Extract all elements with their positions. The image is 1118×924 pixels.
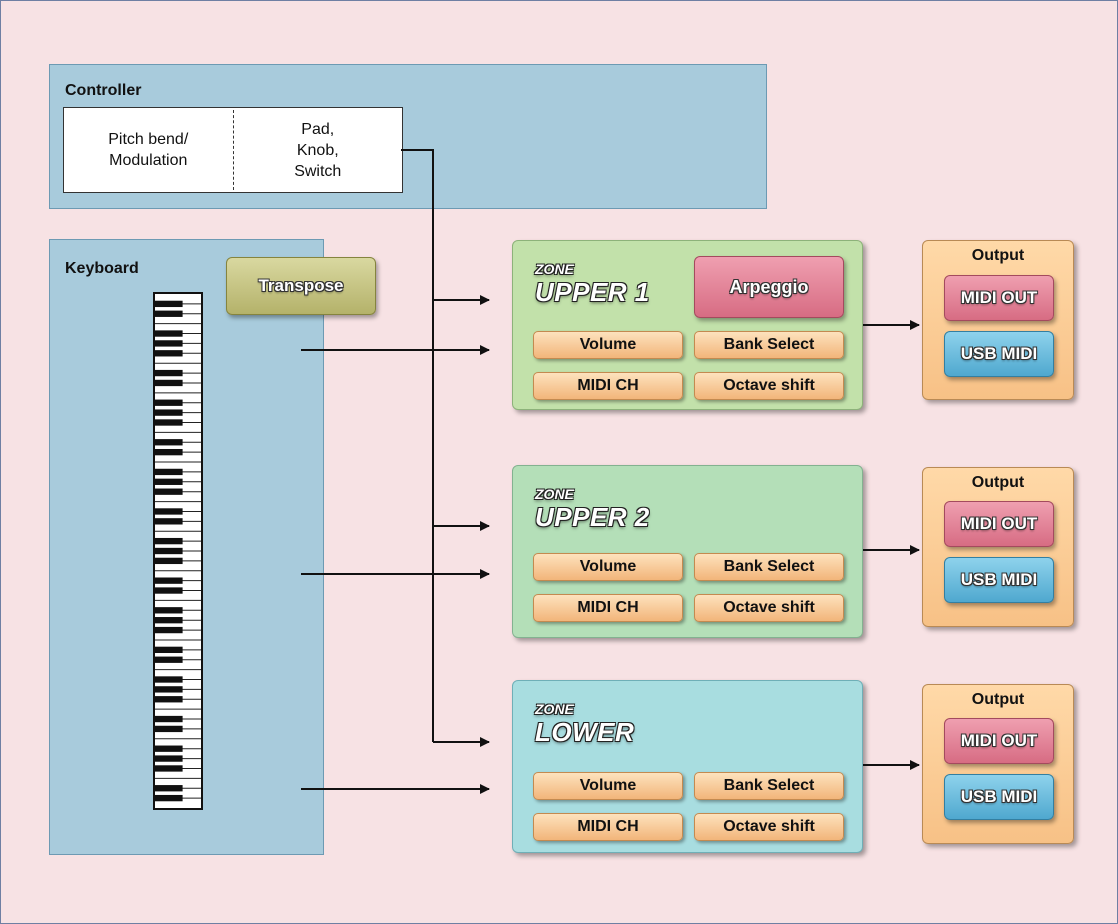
controller-table: Pitch bend/ Modulation Pad, Knob, Switch <box>63 107 403 193</box>
piano-keyboard-icon <box>153 292 203 810</box>
dashed-divider <box>232 110 234 190</box>
controller-title: Controller <box>65 82 142 99</box>
volume-param[interactable]: Volume <box>533 331 683 359</box>
pad-knob-switch-cell: Pad, Knob, Switch <box>294 120 342 180</box>
usb-midi-button[interactable]: USB MIDI <box>944 331 1054 377</box>
midi-out-button[interactable]: MIDI OUT <box>944 275 1054 321</box>
controller-panel: Controller Pitch bend/ Modulation Pad, K… <box>49 64 767 209</box>
bank-select-param[interactable]: Bank Select <box>694 772 844 800</box>
controller-trunk-line <box>401 149 434 742</box>
midi-ch-param[interactable]: MIDI CH <box>533 594 683 622</box>
output-box-2: Output MIDI OUT USB MIDI <box>922 467 1074 627</box>
zone-label-small: ZONE <box>535 486 574 502</box>
output-box-3: Output MIDI OUT USB MIDI <box>922 684 1074 844</box>
pitch-bend-modulation-cell: Pitch bend/ Modulation <box>108 131 189 169</box>
midi-ch-param[interactable]: MIDI CH <box>533 813 683 841</box>
output-box-1: Output MIDI OUT USB MIDI <box>922 240 1074 400</box>
bank-select-param[interactable]: Bank Select <box>694 331 844 359</box>
midi-out-button[interactable]: MIDI OUT <box>944 718 1054 764</box>
zone-upper1: ZONE UPPER 1 Arpeggio Volume Bank Select… <box>512 240 863 410</box>
midi-ch-param[interactable]: MIDI CH <box>533 372 683 400</box>
zone-label-small: ZONE <box>535 261 574 277</box>
octave-shift-param[interactable]: Octave shift <box>694 813 844 841</box>
zone-label-small: ZONE <box>535 701 574 717</box>
zone-name-lower: LOWER <box>535 717 635 747</box>
transpose-button[interactable]: Transpose <box>226 257 376 315</box>
output-title: Output <box>971 691 1025 708</box>
bank-select-param[interactable]: Bank Select <box>694 553 844 581</box>
usb-midi-button[interactable]: USB MIDI <box>944 774 1054 820</box>
zone-name-upper2: UPPER 2 <box>535 502 650 532</box>
volume-param[interactable]: Volume <box>533 772 683 800</box>
midi-out-button[interactable]: MIDI OUT <box>944 501 1054 547</box>
octave-shift-param[interactable]: Octave shift <box>694 372 844 400</box>
usb-midi-button[interactable]: USB MIDI <box>944 557 1054 603</box>
volume-param[interactable]: Volume <box>533 553 683 581</box>
zone-upper2: ZONE UPPER 2 Volume Bank Select MIDI CH … <box>512 465 863 638</box>
arpeggio-button[interactable]: Arpeggio <box>694 256 844 318</box>
keyboard-title: Keyboard <box>65 260 139 277</box>
zone-lower: ZONE LOWER Volume Bank Select MIDI CH Oc… <box>512 680 863 853</box>
output-title: Output <box>971 247 1025 264</box>
output-title: Output <box>971 474 1025 491</box>
octave-shift-param[interactable]: Octave shift <box>694 594 844 622</box>
zone-name-upper1: UPPER 1 <box>535 277 650 307</box>
keyboard-panel: Keyboard Transpose <box>49 239 376 855</box>
